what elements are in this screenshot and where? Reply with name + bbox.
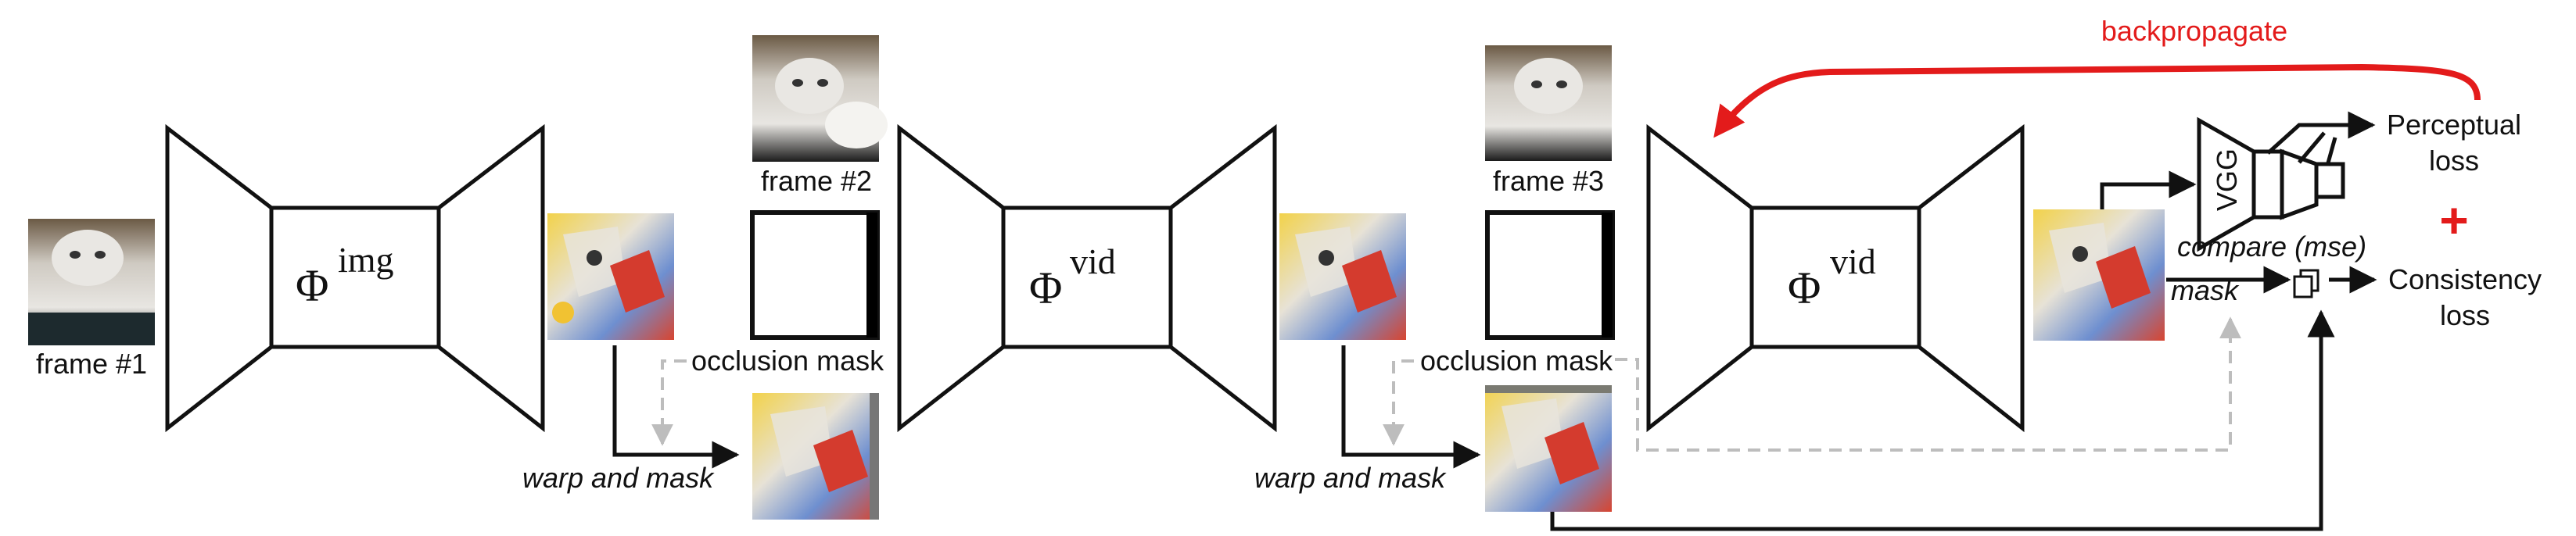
warp-and-mask-label-2: warp and mask: [1254, 462, 1447, 494]
vgg-network: VGG: [2197, 116, 2345, 252]
occlusion-dashed-arrow-2: [1383, 359, 1414, 446]
backpropagate-arrow: [1713, 63, 2481, 138]
stylized-output-2: [1279, 213, 1406, 340]
consistency-loss-line1: Consistency: [2388, 263, 2542, 295]
frame1-label: frame #1: [36, 348, 147, 380]
vgg-label: VGG: [2211, 148, 2243, 211]
frame3-photo: [1485, 45, 1612, 161]
compare-mse-label: compare (mse): [2177, 230, 2366, 263]
occlusion-dashed-arrow-1: [651, 359, 687, 446]
phi-img-superscript: img: [338, 240, 394, 280]
vgg-feature-arrow-1: [2266, 111, 2376, 155]
phi-vid2-superscript: vid: [1830, 241, 1876, 281]
phi-vid2-symbol: Φ: [1788, 263, 1821, 313]
occlusion-mask-1: [750, 210, 880, 340]
stylized-output-1: [547, 213, 674, 340]
frame1-photo: [28, 219, 155, 345]
warp-arrow-1: [612, 345, 740, 469]
phi-img-symbol: Φ: [296, 260, 328, 311]
backpropagate-label: backpropagate: [2101, 15, 2287, 47]
frame2-photo: [752, 35, 888, 162]
warp-arrow-2: [1341, 345, 1481, 469]
occlusion-mask-label-1: occlusion mask: [691, 345, 884, 377]
frame2-label: frame #2: [761, 165, 872, 197]
phi-vid-network-2: Φ vid: [1646, 123, 2025, 433]
mask-label: mask: [2171, 274, 2240, 306]
warped-to-compare-arrow: [1550, 309, 2335, 531]
plus-sign: +: [2439, 192, 2468, 248]
occlusion-mask-2: [1485, 210, 1615, 340]
perceptual-loss-line2: loss: [2429, 145, 2479, 177]
vgg-feature-line-3: [2325, 137, 2337, 166]
frame3-label: frame #3: [1493, 165, 1604, 197]
consistency-loss-line2: loss: [2440, 299, 2490, 331]
stylized-output-3: [2033, 209, 2165, 341]
warped-output-2: [1485, 385, 1612, 512]
warp-and-mask-label-1: warp and mask: [522, 462, 715, 494]
compare-icon: [2293, 269, 2319, 298]
phi-vid1-superscript: vid: [1070, 241, 1116, 281]
occlusion-mask-label-2: occlusion mask: [1420, 345, 1613, 377]
vgg-feature-line-2: [2298, 131, 2326, 164]
mask-dashed-path: [1615, 316, 2241, 452]
output-to-vgg-arrow: [2100, 170, 2197, 209]
phi-vid1-symbol: Φ: [1029, 263, 1062, 313]
perceptual-loss-line1: Perceptual: [2387, 109, 2521, 141]
warped-output-1: [752, 393, 879, 520]
phi-img-network: Φ img: [165, 123, 545, 433]
phi-vid-network-1: Φ vid: [897, 123, 1277, 433]
